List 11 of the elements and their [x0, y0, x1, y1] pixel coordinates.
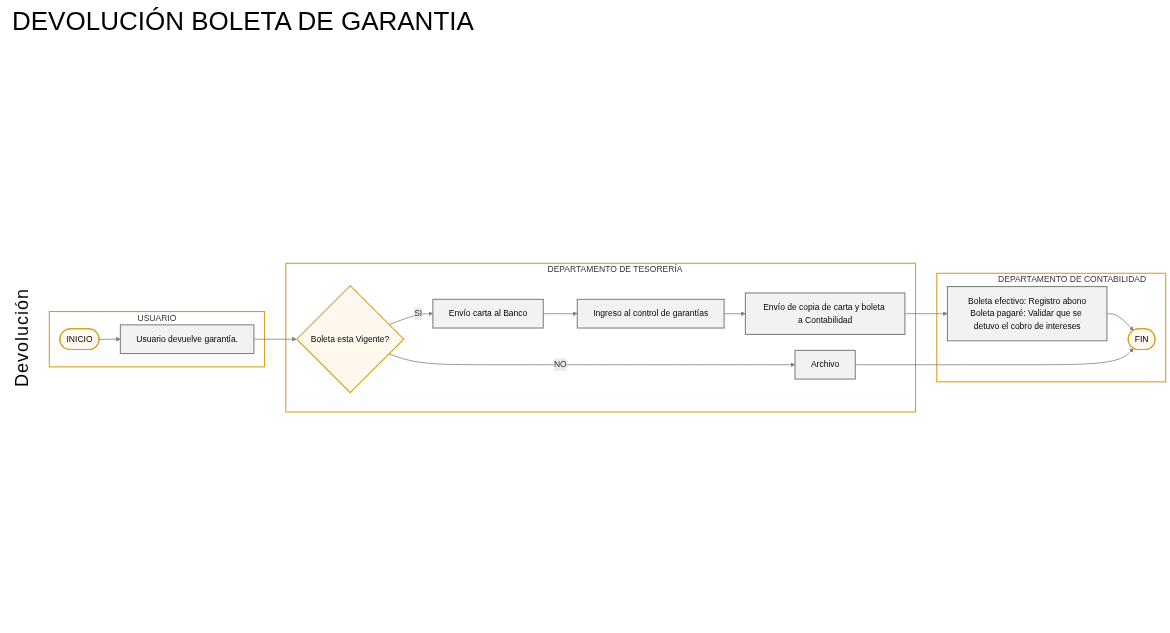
node-box: Usuario devuelve garantía. — [119, 324, 255, 355]
node-box: Envío carta al Banco — [432, 299, 544, 329]
edge-label: SI — [414, 309, 423, 319]
diagram-title: DEVOLUCIÓN BOLETA DE GARANTIA — [12, 6, 475, 37]
edge-label: NO — [553, 360, 567, 370]
node-box: Boleta efectivo: Registro abono Boleta pagaré: Validar que se detuvo el cobro de intereses — [946, 286, 1108, 342]
lane-label: Devolución — [12, 288, 33, 388]
node-box: Ingreso al control de garantías — [576, 299, 725, 329]
node-box: Archivo — [794, 350, 856, 380]
node-box: Envío de copia de carta y boleta a Contabilidad — [744, 292, 906, 336]
node-diamond: Boleta esta Vigente? — [296, 285, 405, 394]
